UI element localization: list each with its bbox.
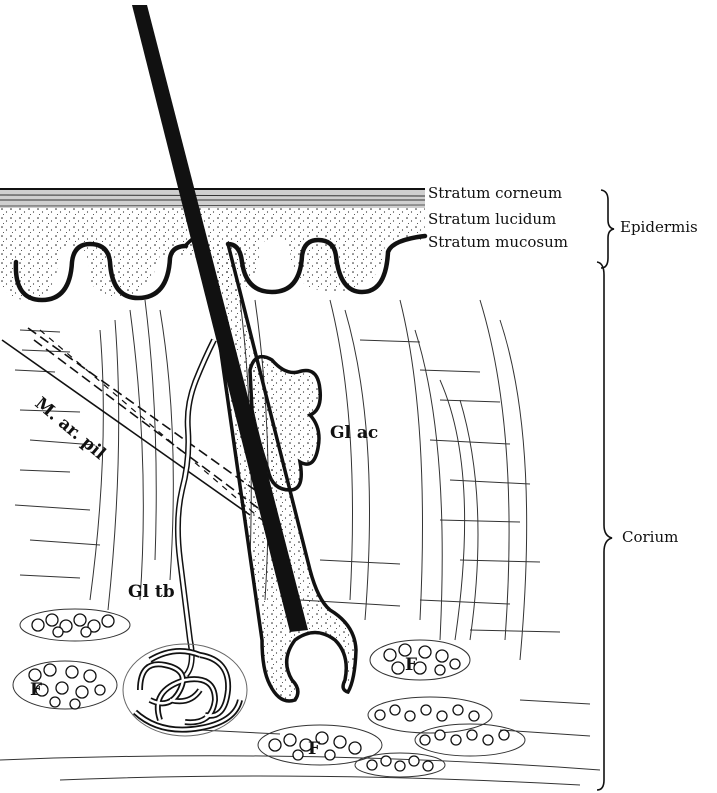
label-fat-right: F (405, 655, 417, 675)
label-epidermis: Epidermis (620, 218, 698, 236)
label-fat-bottom: F (308, 739, 320, 759)
label-corium: Corium (622, 528, 678, 546)
fat-lobule-left-upper (20, 609, 130, 641)
sweat-gland-coil (123, 644, 247, 736)
label-arrector-pili: M. ar. pil (31, 394, 110, 465)
label-sweat-gland: Gl tb (128, 582, 175, 602)
label-sebaceous-gland: Gl ac (330, 423, 378, 443)
stratum-corneum-layer (0, 188, 425, 208)
fat-lobule-bottom-right-3 (355, 753, 445, 777)
hair-shaft (132, 5, 308, 632)
corium-brace (597, 262, 612, 790)
fat-lobule-left-lower (13, 661, 117, 709)
fat-lobule-bottom-right-1 (368, 697, 492, 733)
sweat-gland-duct (178, 340, 214, 675)
fat-lobule-right (370, 640, 470, 680)
label-stratum-lucidum: Stratum lucidum (428, 210, 556, 228)
label-stratum-corneum: Stratum corneum (428, 184, 562, 202)
label-fat-left: F (30, 680, 42, 700)
label-stratum-mucosum: Stratum mucosum (428, 233, 568, 251)
epidermis-brace (601, 190, 614, 268)
